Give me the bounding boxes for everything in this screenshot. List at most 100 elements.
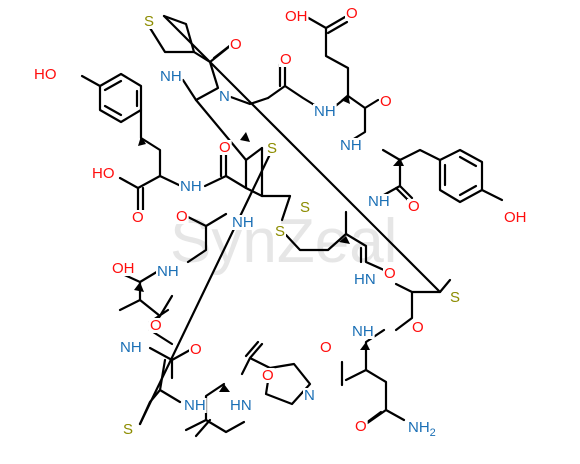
tyr2-bb	[381, 148, 442, 162]
atom-bg	[159, 69, 183, 84]
atom-hn-cys-d: HN	[354, 271, 376, 288]
atom-s-ss1: S	[275, 223, 285, 240]
atom-bg	[261, 368, 275, 383]
atom-bg	[354, 419, 368, 434]
nh2-subscript: 2	[430, 427, 436, 439]
atom-bg	[411, 320, 425, 335]
atom-n-imid: N	[219, 88, 230, 105]
atom-bg	[218, 140, 232, 155]
atom-bg	[175, 209, 189, 224]
atom-s-right: S	[450, 289, 460, 306]
cys-b-amide	[184, 212, 228, 264]
atom-nh-glu: NH	[314, 103, 336, 120]
thiolane	[148, 14, 196, 54]
wedge-2	[240, 132, 250, 142]
atom-n-pro: N	[304, 387, 315, 404]
tyr2-oh-bond	[480, 188, 504, 202]
atom-bg	[351, 324, 375, 339]
atom-bg	[367, 194, 391, 209]
cys-a-amide	[266, 62, 318, 108]
atom-bg	[91, 166, 116, 181]
atom-nh-tyr1: NH	[180, 178, 202, 195]
atom-bg	[229, 37, 243, 52]
imid-ring	[181, 50, 220, 102]
bridge-1	[162, 14, 442, 294]
tyr1-ho-bond	[80, 74, 102, 88]
atom-ho-cterm: HO	[92, 165, 115, 182]
atom-bg	[189, 342, 203, 357]
atom-bg	[33, 67, 58, 82]
atom-bg	[319, 340, 333, 355]
atom-o-pro: O	[320, 339, 332, 356]
atom-bg	[231, 215, 255, 230]
atom-nh-asn: NH	[352, 323, 374, 340]
atom-nh2-asn: NH2	[408, 419, 436, 439]
atom-ho-tyr1: HO	[34, 66, 57, 83]
atom-o-ala: O	[262, 367, 274, 384]
atom-oh-tyr2: OH	[504, 209, 527, 226]
atom-o-imid: O	[230, 36, 242, 53]
atom-bg	[449, 290, 462, 305]
atom-s-mid: S	[267, 140, 277, 157]
wedge-5	[339, 236, 350, 244]
atom-bg	[119, 340, 143, 355]
asn-bb	[360, 328, 406, 428]
atom-bg	[379, 94, 393, 109]
atom-nh-thr: NH	[120, 339, 142, 356]
atom-s-top: S	[144, 13, 154, 30]
wedge-1	[138, 136, 146, 146]
wedge-layer	[134, 94, 404, 392]
bond-layer	[80, 14, 504, 438]
tyr2-ring-inner	[443, 155, 478, 197]
atom-bg	[284, 9, 309, 24]
asn-co	[340, 360, 368, 387]
atom-bg	[111, 261, 136, 276]
glu-acid	[324, 15, 349, 35]
atom-o-cterm: O	[132, 209, 144, 226]
atom-o-cys-b: O	[176, 208, 188, 225]
atom-nh-cys-b: NH	[232, 214, 254, 231]
atom-bg	[503, 210, 528, 225]
atom-o-tyr2: O	[408, 198, 420, 215]
atom-o-glu-acid: O	[346, 5, 358, 22]
atom-bg	[156, 264, 180, 279]
atom-oh-thr: OH	[112, 260, 135, 277]
atom-bg	[345, 6, 359, 21]
disulfide	[280, 194, 348, 252]
atom-oh-glu: OH	[285, 8, 308, 25]
atom-o-thr: O	[150, 317, 162, 334]
cys-d-chain	[344, 232, 386, 272]
atom-bg	[274, 224, 287, 239]
imid-co	[208, 42, 234, 64]
atom-bg	[383, 266, 397, 281]
tyr1-chain	[139, 108, 162, 178]
glu-chain	[303, 14, 350, 110]
atom-o-asn: O	[355, 418, 367, 435]
wedge-4	[393, 158, 404, 166]
atom-labels: HO OH O S NH N O O NH O NH HO O O NH S N…	[34, 5, 527, 439]
wedge-7	[360, 342, 370, 350]
cterm-acid	[118, 174, 162, 212]
cys-d-co	[394, 278, 452, 332]
atom-nh-cys-e: NH	[184, 397, 206, 414]
atom-o-cys-c: O	[190, 341, 202, 358]
atom-nh-tyr2b: NH	[368, 193, 390, 210]
atom-s-bottom: S	[123, 421, 133, 438]
atom-nh-imid: NH	[160, 68, 182, 85]
atom-label-backgrounds	[33, 6, 528, 437]
atom-o-cys-a: O	[280, 51, 292, 68]
atom-bg	[122, 422, 135, 437]
atom-bg	[279, 52, 293, 67]
atom-o-cys-d: O	[384, 265, 396, 282]
atom-o-asn-bb: O	[412, 319, 424, 336]
atom-bg	[407, 420, 440, 435]
imid-n-chain	[226, 94, 270, 106]
glu-amide	[346, 94, 380, 142]
atom-hn-ala: HN	[230, 397, 252, 414]
atom-bg	[131, 210, 145, 225]
atom-bg	[313, 104, 337, 119]
pro-co	[240, 340, 272, 376]
atom-bg	[229, 398, 253, 413]
wedge-3	[341, 94, 350, 104]
